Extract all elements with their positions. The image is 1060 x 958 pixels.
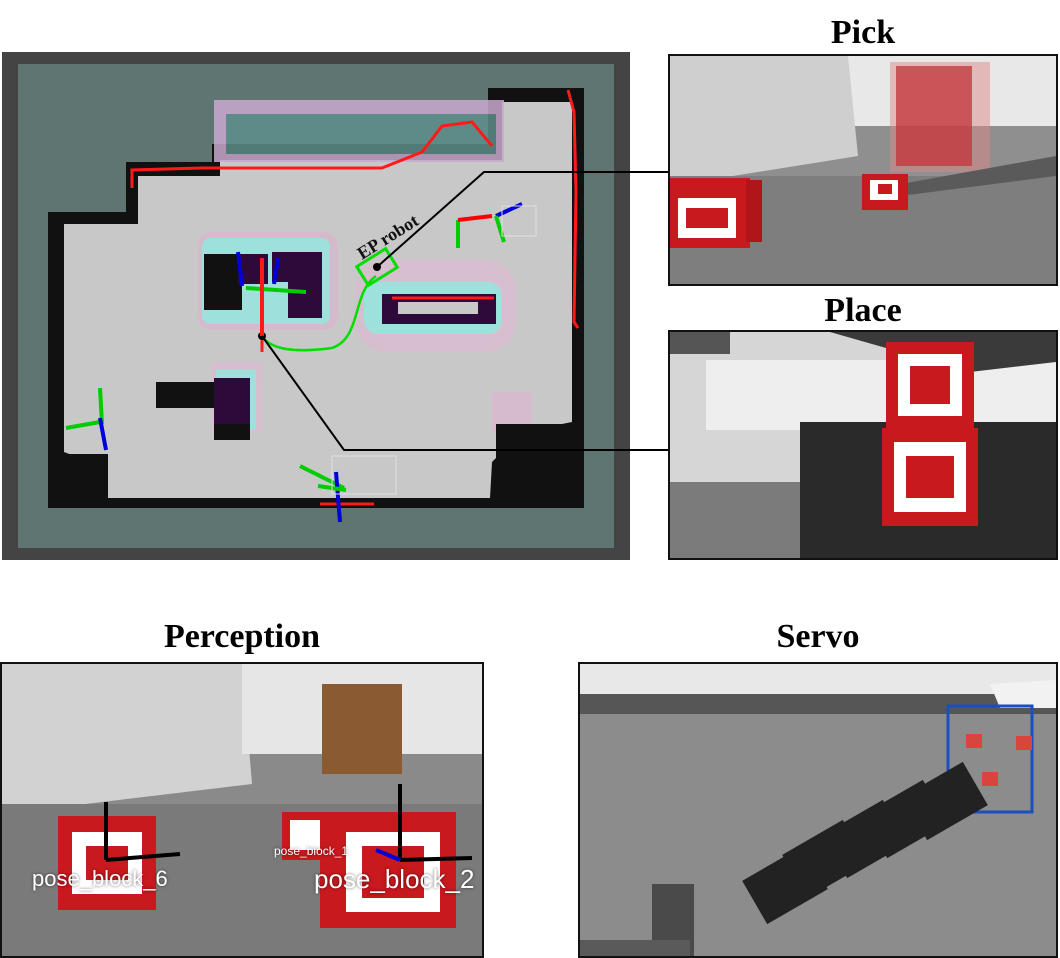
- perception-camera-view: pose_block_6 pose_block_1 pose_block_2: [0, 662, 484, 958]
- servo-camera-view: [578, 662, 1058, 958]
- pick-camera-view: [668, 54, 1058, 286]
- robot-arm-trail: [742, 761, 988, 925]
- occupancy-map: EP robot: [2, 52, 630, 560]
- pose-label-block-6: pose_block_6: [32, 866, 168, 891]
- servo-title: Servo: [776, 618, 860, 655]
- robot-point: [373, 263, 381, 271]
- block-1-icon: [862, 174, 908, 210]
- pose-label-block-2: pose_block_2: [314, 864, 475, 894]
- map-panel: EP robot: [2, 52, 630, 560]
- grid-cell: [331, 455, 397, 495]
- servo-target-box: [946, 704, 1034, 814]
- pose-label-block-1: pose_block_1: [274, 844, 349, 858]
- perception-axes: [104, 784, 473, 862]
- block-6-icon: [670, 178, 762, 248]
- place-title: Place: [824, 292, 902, 329]
- place-camera-view: [668, 330, 1058, 560]
- block-2-icon: [886, 342, 974, 428]
- pick-title: Pick: [830, 14, 896, 51]
- perception-title: Perception: [163, 618, 321, 655]
- block-3-icon: [882, 428, 978, 526]
- block-2-icon: [320, 812, 456, 928]
- block-5-icon: [966, 734, 1032, 786]
